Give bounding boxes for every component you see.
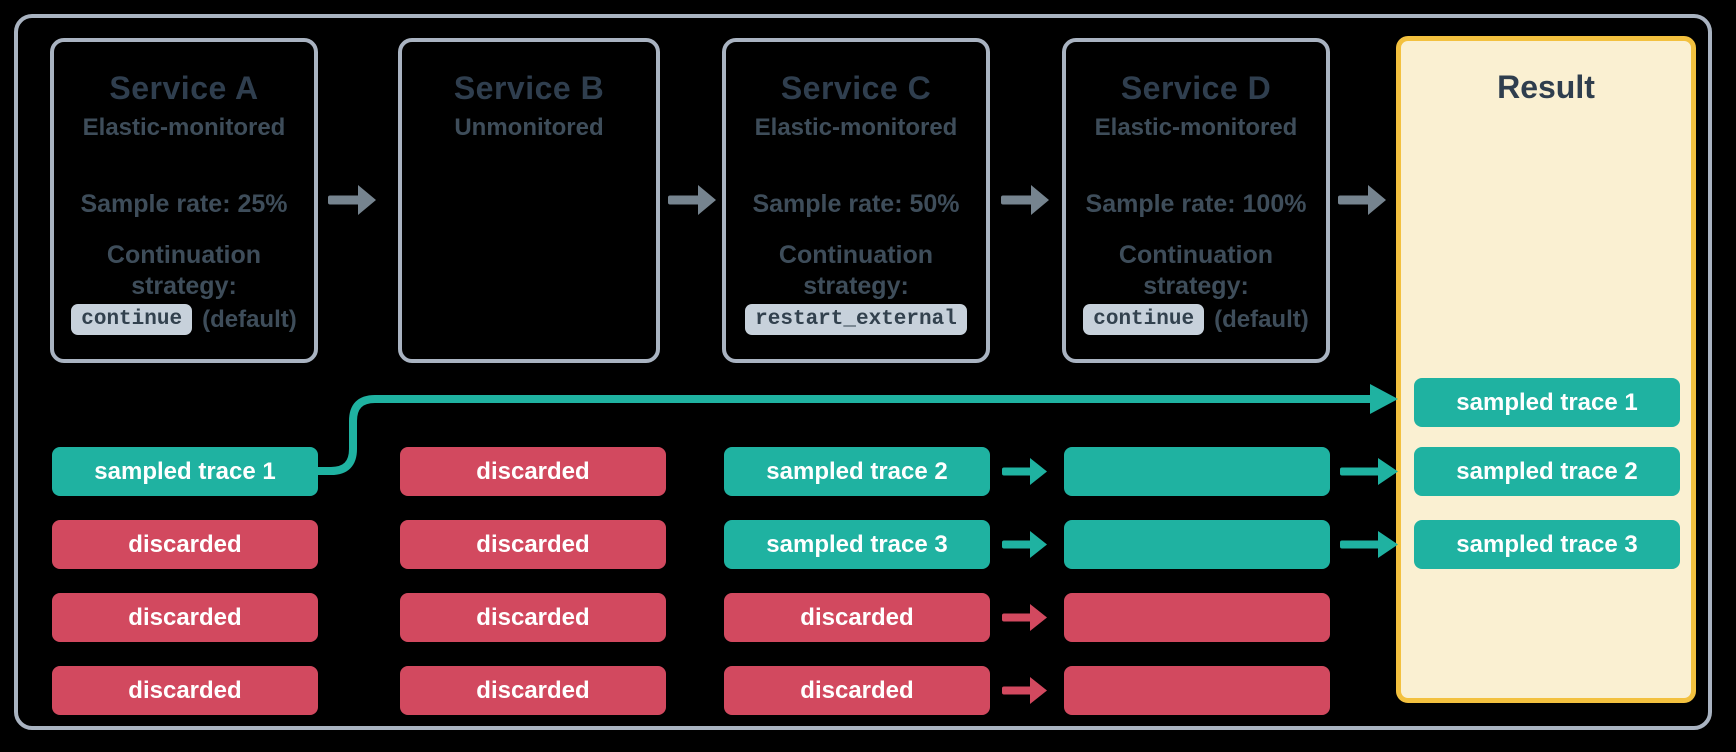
service-d-monitoring: Elastic-monitored	[1094, 114, 1298, 141]
service-a-strategy-default-note: (default)	[202, 305, 297, 333]
service-c-continuation-label: Continuation strategy:	[778, 241, 934, 300]
sampled-trace-pill	[1064, 447, 1330, 496]
service-d-sample-rate: Sample rate: 100%	[1085, 190, 1307, 218]
discarded-trace-pill: discarded	[400, 520, 666, 569]
sampled-trace-pill	[1064, 520, 1330, 569]
service-d-continuation-value: continue (default)	[1066, 304, 1326, 335]
service-a-sample-rate: Sample rate: 25%	[80, 190, 288, 218]
discarded-trace-pill: discarded	[724, 666, 990, 715]
service-c-continuation-value: restart_external	[726, 304, 986, 335]
service-c-monitoring: Elastic-monitored	[754, 114, 958, 141]
result-sampled-trace-pill: sampled trace 3	[1414, 520, 1680, 569]
result-sampled-trace-pill: sampled trace 1	[1414, 378, 1680, 427]
service-b-box: Service B Unmonitored	[398, 38, 660, 363]
diagram-frame	[14, 14, 1712, 730]
result-title: Result	[1497, 69, 1595, 105]
discarded-trace-pill	[1064, 666, 1330, 715]
service-a-monitoring: Elastic-monitored	[82, 114, 286, 141]
service-a-title: Service A	[109, 70, 259, 106]
trace-column-service-d	[1064, 447, 1330, 715]
discarded-trace-pill: discarded	[400, 666, 666, 715]
service-d-strategy-default-note: (default)	[1214, 305, 1309, 333]
service-a-box: Service A Elastic-monitored Sample rate:…	[50, 38, 318, 363]
result-pill-list: sampled trace 1 sampled trace 2 sampled tr…	[1414, 378, 1680, 569]
service-c-title: Service C	[780, 70, 932, 106]
discarded-trace-pill: discarded	[52, 593, 318, 642]
service-d-title: Service D	[1120, 70, 1272, 106]
discarded-trace-pill	[1064, 593, 1330, 642]
service-b-monitoring: Unmonitored	[454, 114, 604, 141]
discarded-trace-pill: discarded	[400, 593, 666, 642]
service-a-continuation-value: continue (default)	[54, 304, 314, 335]
service-c-sample-rate: Sample rate: 50%	[752, 190, 960, 218]
discarded-trace-pill: discarded	[52, 666, 318, 715]
service-a-strategy-chip: continue	[71, 304, 193, 335]
result-box: Result	[1396, 36, 1696, 703]
service-c-box: Service C Elastic-monitored Sample rate:…	[722, 38, 990, 363]
result-sampled-trace-pill: sampled trace 2	[1414, 447, 1680, 496]
service-d-continuation-label: Continuation strategy:	[1118, 241, 1274, 300]
sampled-trace-pill: sampled trace 3	[724, 520, 990, 569]
trace-column-service-b: discarded discarded discarded discarded	[400, 447, 666, 715]
sampled-trace-pill: sampled trace 2	[724, 447, 990, 496]
service-d-box: Service D Elastic-monitored Sample rate:…	[1062, 38, 1330, 363]
service-d-strategy-chip: continue	[1083, 304, 1205, 335]
sampled-trace-pill: sampled trace 1	[52, 447, 318, 496]
discarded-trace-pill: discarded	[52, 520, 318, 569]
discarded-trace-pill: discarded	[724, 593, 990, 642]
trace-column-service-a: sampled trace 1 discarded discarded discard…	[52, 447, 318, 715]
trace-column-service-c: sampled trace 2 sampled trace 3 discarded d…	[724, 447, 990, 715]
service-c-strategy-chip: restart_external	[745, 304, 967, 335]
service-a-continuation-label: Continuation strategy:	[106, 241, 262, 300]
discarded-trace-pill: discarded	[400, 447, 666, 496]
service-b-title: Service B	[453, 70, 605, 106]
